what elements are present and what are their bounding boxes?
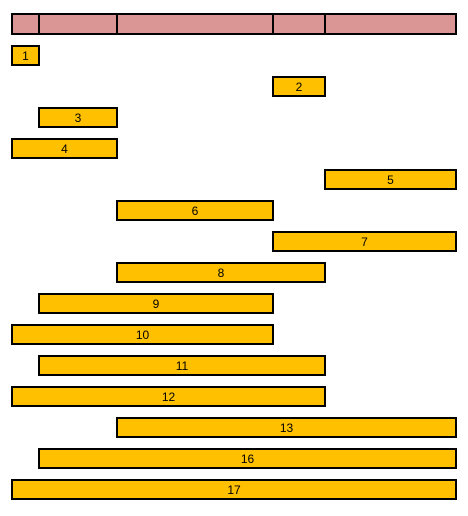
bar-label: 4 <box>61 141 68 156</box>
bar-16: 16 <box>38 448 457 469</box>
header-segment-4 <box>272 13 326 35</box>
header-segment-5 <box>324 13 457 35</box>
bar-9: 9 <box>38 293 274 314</box>
bar-label: 16 <box>240 451 255 466</box>
bar-label: 13 <box>279 420 294 435</box>
bar-label: 9 <box>152 296 160 311</box>
bar-12: 12 <box>11 386 326 407</box>
bar-label: 3 <box>74 110 82 125</box>
bar-label: 12 <box>161 389 176 404</box>
bar-label: 8 <box>217 265 225 280</box>
bar-2: 2 <box>272 76 326 97</box>
bar-label: 10 <box>135 327 150 342</box>
bar-label: 17 <box>227 482 241 497</box>
bar-13: 13 <box>116 417 457 438</box>
bar-10: 10 <box>11 324 274 345</box>
bar-4: 4 <box>11 138 118 159</box>
bar-label: 5 <box>387 172 394 187</box>
bar-6: 6 <box>116 200 274 221</box>
bar-17: 17 <box>11 479 457 500</box>
bar-label: 7 <box>361 234 368 249</box>
header-segment-1 <box>11 13 40 35</box>
bar-label: 11 <box>175 358 189 373</box>
header-segment-2 <box>38 13 118 35</box>
header-segment-3 <box>116 13 274 35</box>
bar-3: 3 <box>38 107 118 128</box>
bar-label: 1 <box>22 48 29 63</box>
bar-5: 5 <box>324 169 457 190</box>
bar-7: 7 <box>272 231 457 252</box>
bar-label: 6 <box>191 203 199 218</box>
bar-8: 8 <box>116 262 326 283</box>
bar-label: 2 <box>295 79 303 94</box>
bar-1: 1 <box>11 45 40 66</box>
bar-11: 11 <box>38 355 326 376</box>
